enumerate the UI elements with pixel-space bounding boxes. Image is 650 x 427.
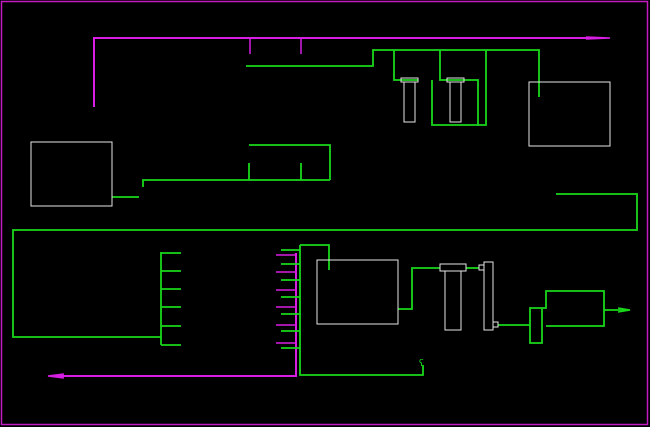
tank-to-filter	[398, 267, 440, 310]
storage-tank-left	[30, 141, 113, 207]
filter-bypass-left	[393, 50, 418, 81]
manifold-return-arrow	[47, 373, 65, 379]
collector-ticks	[281, 249, 300, 349]
water-pipe-group	[12, 49, 638, 376]
manifold-return-line	[52, 253, 297, 377]
outlet-arrow	[617, 307, 631, 313]
collector-riser	[299, 244, 424, 376]
column-cap	[478, 264, 485, 271]
resin-column	[483, 261, 494, 331]
pump-branch-feed	[112, 179, 330, 198]
pump-branch-top	[249, 144, 331, 180]
column-port	[492, 321, 499, 328]
valve-mark: ʕ	[419, 359, 424, 369]
filter-3-body	[444, 270, 462, 331]
process-tank	[316, 259, 399, 325]
main-loop-line	[12, 193, 638, 338]
top-supply-line	[246, 49, 540, 97]
filter-bypass-right	[478, 50, 487, 126]
top-return-arrow	[585, 36, 611, 40]
top-return-main	[93, 37, 600, 107]
return-pipe-group	[47, 36, 611, 379]
column-to-outlet	[498, 290, 605, 344]
filter-loop	[431, 50, 479, 126]
storage-tank-right	[528, 81, 611, 147]
filter-2-body	[449, 81, 462, 123]
filter-1-body	[403, 81, 416, 123]
filter-3-cap	[439, 263, 467, 272]
equipment-group	[30, 77, 611, 331]
